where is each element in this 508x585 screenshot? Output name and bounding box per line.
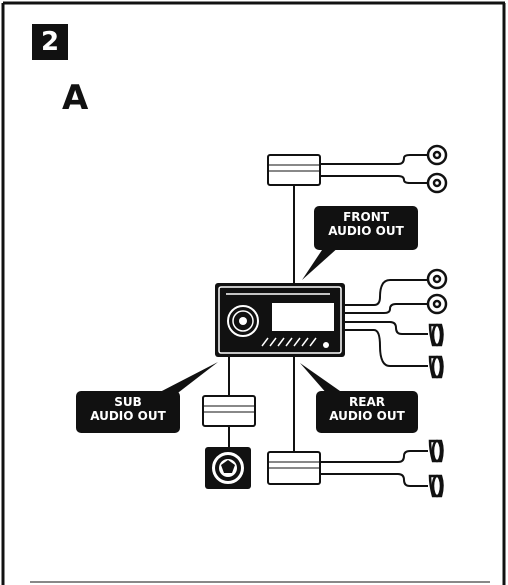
head-unit-speaker-wires xyxy=(345,279,428,367)
head-unit-icon xyxy=(215,283,345,357)
sub-amplifier-icon xyxy=(202,395,256,427)
sub-audio-out-label: SUB AUDIO OUT xyxy=(76,391,180,433)
rear-wires xyxy=(293,357,428,487)
rear-speaker-icon xyxy=(428,439,444,498)
speaker-icon xyxy=(428,323,444,379)
front-callout-line1: FRONT xyxy=(343,210,389,224)
rear-callout-pointer xyxy=(300,363,340,395)
front-amplifier-icon xyxy=(267,154,321,186)
front-rca-plug-icon xyxy=(426,144,448,194)
front-wires xyxy=(293,154,428,283)
section-letter: A xyxy=(62,78,89,118)
rear-amplifier-icon xyxy=(267,451,321,485)
rear-callout-line2: AUDIO OUT xyxy=(329,409,405,423)
sub-callout-line1: SUB xyxy=(114,395,142,409)
front-audio-out-label: FRONT AUDIO OUT xyxy=(314,206,418,250)
sub-callout-pointer xyxy=(158,362,218,399)
head-unit-rca-plug-icon xyxy=(426,268,448,315)
step-number-badge: 2 xyxy=(32,24,68,60)
front-callout-line2: AUDIO OUT xyxy=(328,224,404,238)
rear-callout-line1: REAR xyxy=(349,395,385,409)
rear-audio-out-label: REAR AUDIO OUT xyxy=(316,391,418,433)
subwoofer-icon xyxy=(205,447,251,489)
sub-callout-line2: AUDIO OUT xyxy=(90,409,166,423)
